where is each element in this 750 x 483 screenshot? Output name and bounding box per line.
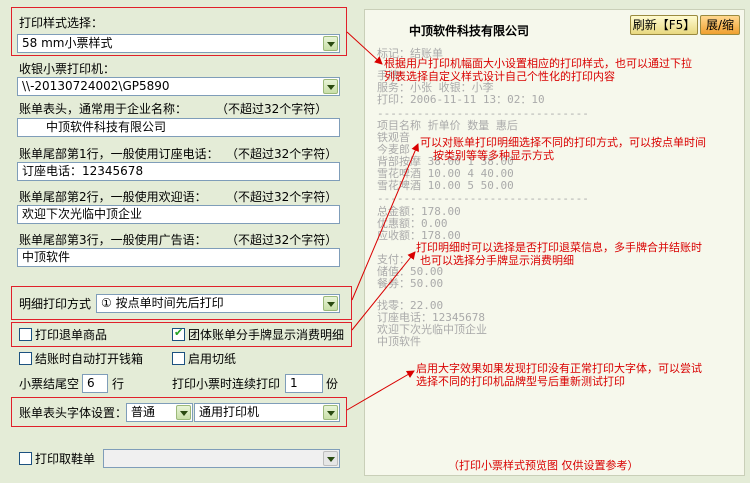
font-size-dropdown[interactable]: 普通	[126, 403, 193, 422]
font-setting-highlight	[11, 397, 347, 427]
style-select-highlight	[11, 7, 347, 56]
printer-label: 收银小票打印机：	[19, 62, 116, 76]
tail-blank-unit: 行	[112, 377, 125, 391]
printer-dropdown[interactable]: \\-20130724002\GP5890	[17, 77, 340, 96]
receipt-preview: 中顶软件科技有限公司 刷新【F5】 展/缩 标记：结账单手牌：服务：小张 收银：…	[364, 9, 745, 476]
receipt-line: 雪花啤酒 10.00 5 50.00	[377, 179, 514, 192]
receipt-line: 背部按摩 38.00 1 38.00	[377, 155, 514, 168]
chevron-down-icon[interactable]	[323, 36, 338, 51]
header-label: 账单表头，通常用于企业名称：	[19, 102, 188, 116]
chevron-down-icon[interactable]	[176, 405, 191, 420]
options-highlight	[11, 322, 352, 347]
print-refund-checkbox[interactable]	[19, 328, 32, 341]
continuous-label: 打印小票时连续打印	[172, 377, 281, 391]
preview-title: 中顶软件科技有限公司	[409, 24, 530, 38]
note-2-line-1: 可以对账单打印明细选择不同的打印方式，可以按点单时间	[420, 136, 706, 149]
detail-print-value: ① 按点单时间先后打印	[101, 296, 224, 310]
receipt-line: 储值：50.00	[377, 265, 444, 278]
receipt-line: 支付：	[377, 253, 410, 266]
footer2-hint: （不超过32个字符）	[226, 190, 338, 204]
note-4-line-1: 启用大字效果如果发现打印没有正常打印大字体，可以尝试	[416, 362, 702, 375]
style-select-dropdown[interactable]: 58 mm小票样式	[17, 34, 340, 53]
font-size-value: 普通	[131, 405, 156, 419]
continuous-unit: 份	[326, 377, 339, 391]
preview-footer-note: （打印小票样式预览图 仅供设置参考）	[448, 459, 639, 472]
footer2-label: 账单尾部第2行，一般使用欢迎语：	[19, 190, 207, 204]
style-select-value: 58 mm小票样式	[22, 36, 113, 50]
print-refund-label[interactable]: 打印退单商品	[35, 328, 108, 342]
header-hint: （不超过32个字符）	[216, 102, 328, 116]
detail-print-highlight	[11, 286, 352, 320]
receipt-line: --------------------------------	[377, 107, 589, 120]
continuous-input[interactable]: 1	[285, 374, 323, 393]
note-1-line-1: 根据用户打印机幅面大小设置相应的打印样式，也可以通过下拉	[384, 57, 692, 70]
auto-cut-checkbox[interactable]	[172, 352, 185, 365]
group-bill-checkbox[interactable]	[172, 326, 185, 341]
receipt-line: 雪花啤酒 10.00 4 40.00	[377, 167, 514, 180]
arrow-1	[346, 31, 383, 65]
shoe-slip-label[interactable]: 打印取鞋单	[35, 452, 96, 466]
note-4-line-2: 选择不同的打印机品牌型号后重新测试打印	[416, 375, 625, 388]
open-drawer-checkbox[interactable]	[19, 352, 32, 365]
footer2-input[interactable]: 欢迎下次光临中顶企业	[17, 205, 340, 224]
receipt-line: 手牌：	[377, 69, 410, 82]
arrow-4	[346, 370, 415, 411]
note-1-line-2: 列表选择自定义样式设计自己个性化的打印内容	[384, 70, 615, 83]
receipt-line: 打印：2006-11-11 13：02：10	[377, 93, 545, 106]
receipt-line: 欢迎下次光临中顶企业	[377, 323, 487, 336]
footer3-input[interactable]: 中顶软件	[17, 248, 340, 267]
chevron-down-icon[interactable]	[323, 79, 338, 94]
detail-print-dropdown[interactable]: ① 按点单时间先后打印	[96, 294, 340, 313]
note-3-line-1: 打印明细时可以选择是否打印退菜信息，多手牌合并结账时	[416, 241, 702, 254]
tail-blank-label: 小票结尾空	[19, 377, 80, 391]
style-select-label: 打印样式选择：	[19, 16, 104, 30]
printer-type-value: 通用打印机	[199, 405, 260, 419]
group-bill-label[interactable]: 团体账单分手牌显示消费明细	[188, 328, 345, 342]
auto-cut-label[interactable]: 启用切纸	[188, 352, 237, 366]
tail-blank-input[interactable]: 6	[82, 374, 108, 393]
receipt-line: 标记：结账单	[377, 47, 443, 60]
arrow-3	[351, 251, 416, 331]
receipt-line: --------------------------------	[377, 192, 589, 205]
detail-print-label: 明细打印方式	[19, 297, 92, 311]
shoe-slip-checkbox[interactable]	[19, 452, 32, 465]
receipt-line: 服务：小张 收银：小李	[377, 81, 494, 94]
receipt-line: 订座电话：12345678	[377, 311, 485, 324]
font-setting-label: 账单表头字体设置：	[19, 406, 128, 420]
receipt-line: 今麦郎	[377, 143, 410, 156]
footer3-hint: （不超过32个字符）	[226, 233, 338, 247]
shoe-slip-dropdown[interactable]	[103, 449, 340, 468]
footer1-hint: （不超过32个字符）	[226, 147, 338, 161]
footer1-label: 账单尾部第1行，一般使用订座电话：	[19, 147, 219, 161]
printer-type-dropdown[interactable]: 通用打印机	[194, 403, 340, 422]
receipt-line: 餐券：50.00	[377, 277, 444, 290]
receipt-line: 总金额：178.00	[377, 205, 461, 218]
footer3-label: 账单尾部第3行，一般使用广告语：	[19, 233, 207, 247]
chevron-down-icon[interactable]	[323, 451, 338, 466]
chevron-down-icon[interactable]	[323, 405, 338, 420]
note-2-line-2: 按类别等等多种显示方式	[433, 149, 554, 162]
arrow-2	[351, 143, 419, 301]
receipt-line: 找零：22.00	[377, 299, 444, 312]
open-drawer-label[interactable]: 结账时自动打开钱箱	[35, 352, 144, 366]
refresh-button[interactable]: 刷新【F5】	[630, 15, 698, 35]
receipt-line: 铁观音	[377, 131, 410, 144]
receipt-line: 中顶软件	[377, 335, 421, 348]
printer-value: \\-20130724002\GP5890	[22, 79, 170, 93]
expand-button[interactable]: 展/缩	[700, 15, 740, 35]
note-3-line-2: 也可以选择分手牌显示消费明细	[420, 254, 574, 267]
receipt-line: 项目名称 折单价 数量 惠后	[377, 119, 518, 132]
receipt-line: 优惠额：0.00	[377, 217, 448, 230]
header-input[interactable]: 中顶软件科技有限公司	[17, 118, 340, 137]
receipt-line: 应收额：178.00	[377, 229, 461, 242]
footer1-input[interactable]: 订座电话：12345678	[17, 162, 340, 181]
chevron-down-icon[interactable]	[323, 296, 338, 311]
